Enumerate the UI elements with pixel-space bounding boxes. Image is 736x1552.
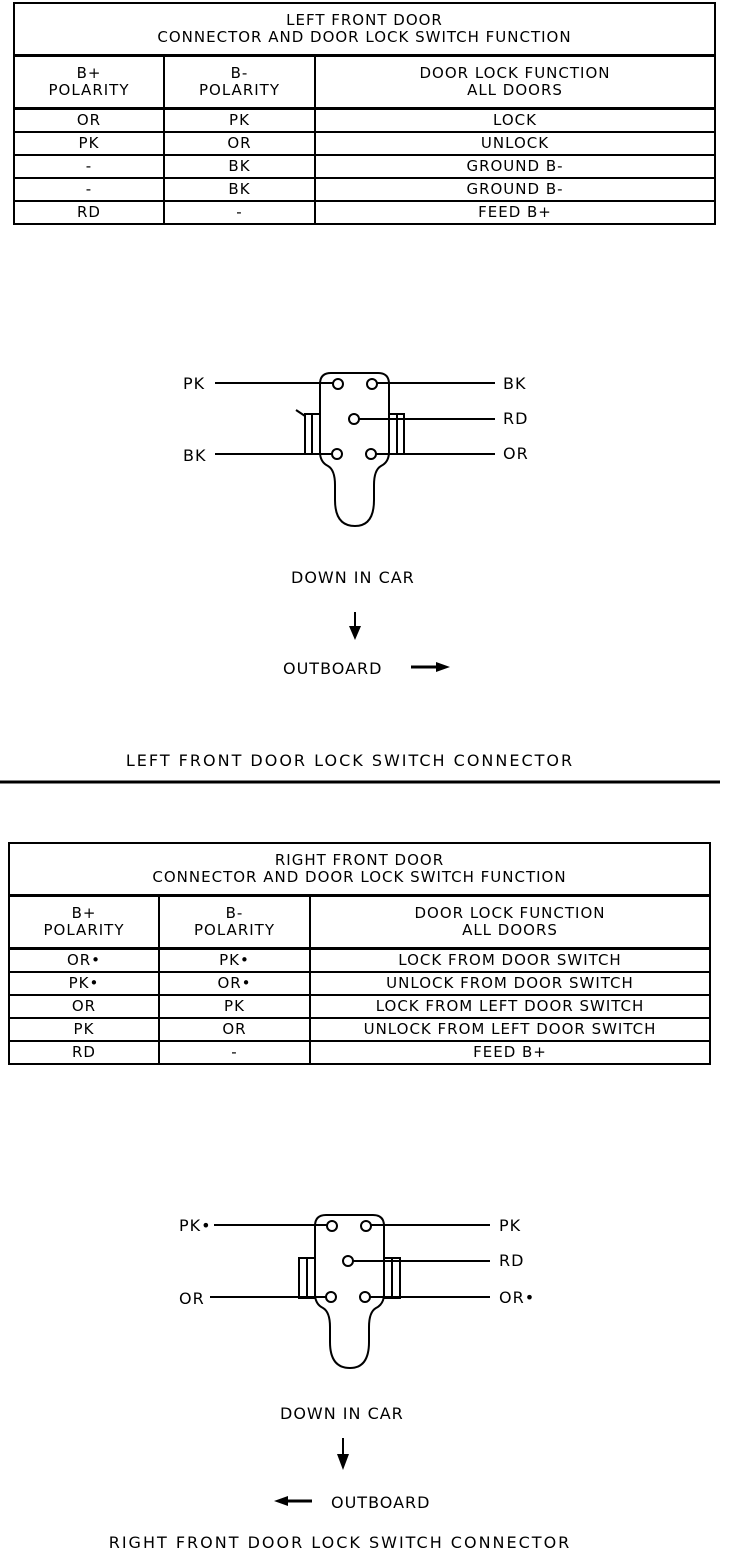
function-cell: FEED B+ — [314, 200, 716, 225]
function-cell: FEED B+ — [309, 1040, 711, 1065]
table-row: OR PK LOCK FROM LEFT DOOR SWITCH — [8, 994, 711, 1019]
right-door-function-table: RIGHT FRONT DOOR CONNECTOR AND DOOR LOCK… — [8, 842, 711, 1065]
left-outboard: OUTBOARD — [283, 659, 383, 678]
down-arrow-icon — [337, 1454, 349, 1470]
left-pin-label-top-left: PK — [183, 374, 206, 393]
left-col3-line2: ALL DOORS — [467, 81, 563, 99]
right-col2-line1: B- — [225, 903, 244, 922]
right-caption: RIGHT FRONT DOOR LOCK SWITCH CONNECTOR — [108, 1533, 572, 1552]
right-pin-label-bottom-left: OR — [179, 1289, 205, 1308]
table-row: PK OR UNLOCK FROM LEFT DOOR SWITCH — [8, 1017, 711, 1042]
b-minus-cell: BK — [163, 154, 316, 179]
right-col1-line1: B+ — [71, 903, 97, 922]
b-minus-cell: OR — [158, 1017, 311, 1042]
right-outboard: OUTBOARD — [331, 1493, 431, 1512]
pin-bottom-right — [359, 1291, 371, 1303]
left-table-title-line2: CONNECTOR AND DOOR LOCK SWITCH FUNCTION — [157, 28, 572, 46]
left-connector-body — [319, 372, 390, 528]
left-door-function-table: LEFT FRONT DOOR CONNECTOR AND DOOR LOCK … — [13, 2, 716, 225]
down-arrow-icon — [349, 626, 361, 640]
function-cell: UNLOCK — [314, 131, 716, 156]
right-pin-label-top-right: PK — [499, 1216, 522, 1235]
table-row: - BK GROUND B- — [13, 154, 716, 179]
b-minus-cell: - — [158, 1040, 311, 1065]
right-col-function-header: DOOR LOCK FUNCTION ALL DOORS — [309, 894, 711, 950]
function-cell: UNLOCK FROM LEFT DOOR SWITCH — [309, 1017, 711, 1042]
right-table-title: RIGHT FRONT DOOR CONNECTOR AND DOOR LOCK… — [8, 842, 711, 897]
left-pin-label-top-right: BK — [503, 374, 527, 393]
pin-bottom-left — [325, 1291, 337, 1303]
right-down-in-car: DOWN IN CAR — [280, 1404, 404, 1423]
left-table-title: LEFT FRONT DOOR CONNECTOR AND DOOR LOCK … — [13, 2, 716, 57]
b-minus-cell: OR• — [158, 971, 311, 996]
right-pin-label-top-left: PK• — [179, 1216, 212, 1235]
b-minus-cell: - — [163, 200, 316, 225]
b-plus-cell: RD — [8, 1040, 160, 1065]
function-cell: LOCK — [314, 107, 716, 133]
function-cell: GROUND B- — [314, 154, 716, 179]
b-plus-cell: - — [13, 177, 165, 202]
b-minus-cell: BK — [163, 177, 316, 202]
right-arrow-icon — [436, 662, 450, 672]
table-row: RD - FEED B+ — [8, 1040, 711, 1065]
right-pin-label-mid-right: RD — [499, 1251, 525, 1270]
pin-middle — [342, 1255, 354, 1267]
left-table-title-line1: LEFT FRONT DOOR — [286, 10, 443, 29]
b-plus-cell: PK — [8, 1017, 160, 1042]
right-col-b-plus-header: B+ POLARITY — [8, 894, 160, 950]
right-pin-label-bottom-right: OR• — [499, 1288, 536, 1307]
function-cell: GROUND B- — [314, 177, 716, 202]
left-col-b-plus-header: B+ POLARITY — [13, 54, 165, 110]
function-cell: UNLOCK FROM DOOR SWITCH — [309, 971, 711, 996]
left-col-b-minus-header: B- POLARITY — [163, 54, 316, 110]
left-pin-label-bottom-left: BK — [183, 446, 207, 465]
right-col1-line2: POLARITY — [43, 921, 125, 939]
right-table-title-line1: RIGHT FRONT DOOR — [274, 850, 445, 869]
right-col3-line1: DOOR LOCK FUNCTION — [414, 903, 606, 922]
right-table-title-line2: CONNECTOR AND DOOR LOCK SWITCH FUNCTION — [152, 868, 567, 886]
b-plus-cell: OR — [13, 107, 165, 133]
b-plus-cell: RD — [13, 200, 165, 225]
right-col3-line2: ALL DOORS — [462, 921, 558, 939]
b-minus-cell: PK — [158, 994, 311, 1019]
table-row: - BK GROUND B- — [13, 177, 716, 202]
left-pin-label-bottom-right: OR — [503, 444, 529, 463]
right-col-b-minus-header: B- POLARITY — [158, 894, 311, 950]
left-col1-line2: POLARITY — [48, 81, 130, 99]
function-cell: LOCK FROM LEFT DOOR SWITCH — [309, 994, 711, 1019]
b-plus-cell: OR — [8, 994, 160, 1019]
left-col-function-header: DOOR LOCK FUNCTION ALL DOORS — [314, 54, 716, 110]
left-arrow-icon — [274, 1496, 288, 1506]
b-plus-cell: - — [13, 154, 165, 179]
pin-top-right — [360, 1220, 372, 1232]
left-caption: LEFT FRONT DOOR LOCK SWITCH CONNECTOR — [125, 751, 575, 770]
b-plus-cell: PK — [13, 131, 165, 156]
table-row: PK OR UNLOCK — [13, 131, 716, 156]
b-plus-cell: PK• — [8, 971, 160, 996]
left-pin-label-mid-right: RD — [503, 409, 529, 428]
left-connector-diagram — [0, 372, 720, 784]
b-plus-cell: OR• — [8, 947, 160, 973]
table-row: OR PK LOCK — [13, 107, 716, 133]
table-row: PK• OR• UNLOCK FROM DOOR SWITCH — [8, 971, 711, 996]
pin-top-left — [326, 1220, 338, 1232]
right-connector-body — [314, 1214, 385, 1370]
left-down-in-car: DOWN IN CAR — [291, 568, 415, 587]
b-minus-cell: OR — [163, 131, 316, 156]
left-col2-line1: B- — [230, 63, 249, 82]
right-col2-line2: POLARITY — [194, 921, 275, 939]
left-col3-line1: DOOR LOCK FUNCTION — [419, 63, 611, 82]
table-row: RD - FEED B+ — [13, 200, 716, 225]
left-col1-line1: B+ — [76, 63, 102, 82]
left-col2-line2: POLARITY — [199, 81, 280, 99]
